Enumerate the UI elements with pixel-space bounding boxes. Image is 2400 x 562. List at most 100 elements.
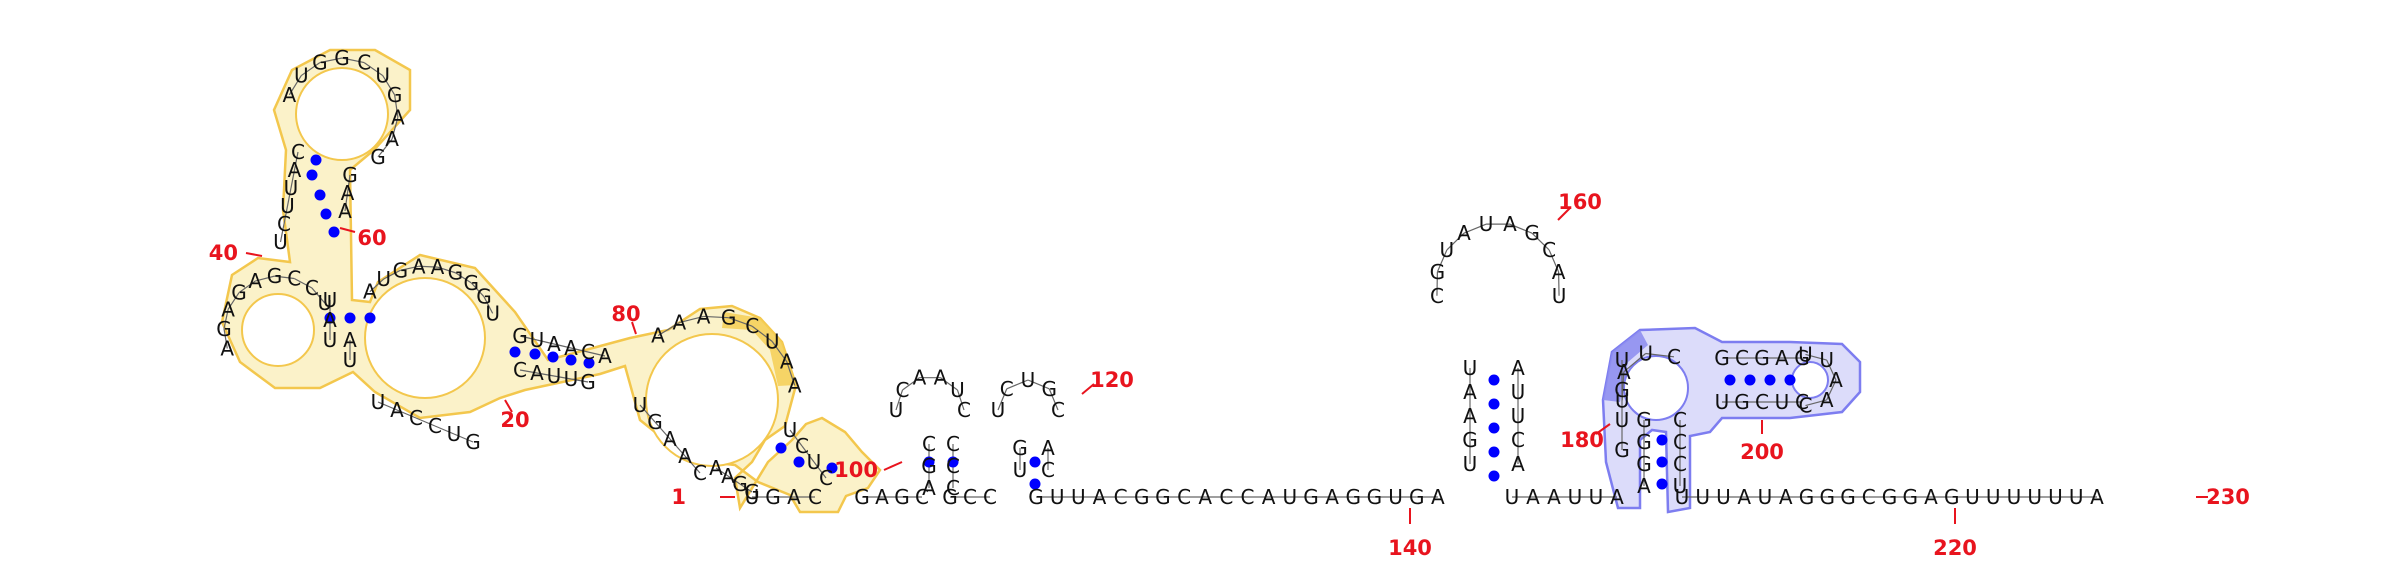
nucleotide: A bbox=[1924, 485, 1938, 509]
base-pair-dot bbox=[1657, 479, 1668, 490]
base-pair-dot bbox=[1657, 435, 1668, 446]
nucleotide: U bbox=[1388, 485, 1403, 509]
nucleotide: U bbox=[1505, 485, 1520, 509]
nucleotide: A bbox=[787, 485, 801, 509]
left-junction-hole bbox=[242, 294, 314, 366]
base-pair-dot bbox=[1657, 457, 1668, 468]
nucleotide: C bbox=[1177, 485, 1191, 509]
nucleotide: U bbox=[1552, 284, 1567, 308]
nucleotide: C bbox=[1430, 284, 1444, 308]
nucleotide: A bbox=[1511, 452, 1525, 476]
nucleotide: U bbox=[1013, 458, 1028, 482]
nucleotide: A bbox=[1775, 346, 1789, 370]
nucleotide: C bbox=[1511, 428, 1525, 452]
nucleotide: A bbox=[651, 324, 665, 348]
base-pair-dot bbox=[311, 155, 322, 166]
nucleotide: A bbox=[1463, 380, 1477, 404]
nucleotide: G bbox=[921, 454, 937, 478]
nucleotide: U bbox=[1965, 485, 1980, 509]
nucleotide: C bbox=[1542, 238, 1556, 262]
nucleotide: G bbox=[1524, 221, 1540, 245]
index-label: 180 bbox=[1560, 428, 1604, 452]
nucleotide: A bbox=[913, 366, 927, 390]
nucleotide: U bbox=[765, 329, 780, 353]
base-pair-dot bbox=[1489, 399, 1500, 410]
nucleotide: G bbox=[393, 258, 409, 282]
nucleotide: A bbox=[1198, 485, 1212, 509]
index-label: 100 bbox=[834, 458, 878, 482]
nucleotide: G bbox=[1012, 436, 1028, 460]
nucleotide: G bbox=[1903, 485, 1919, 509]
nucleotide: G bbox=[1636, 430, 1652, 454]
nucleotide: U bbox=[1615, 408, 1630, 432]
nucleotide: A bbox=[598, 344, 612, 368]
nucleotide: U bbox=[1775, 390, 1790, 414]
nucleotide: C bbox=[1735, 346, 1749, 370]
nucleotide: G bbox=[267, 264, 283, 288]
nucleotide: C bbox=[1041, 458, 1055, 482]
nucleotide: G bbox=[1134, 485, 1150, 509]
nucleotide: G bbox=[465, 430, 481, 454]
nucleotide: C bbox=[357, 51, 371, 75]
nucleotide: U bbox=[1071, 485, 1086, 509]
index-label: 140 bbox=[1388, 536, 1432, 557]
nucleotide: U bbox=[1589, 485, 1604, 509]
index-label: 20 bbox=[500, 408, 529, 432]
nucleotide: A bbox=[1820, 388, 1834, 412]
nucleotide: C bbox=[513, 358, 527, 382]
nucleotide: A bbox=[547, 332, 561, 356]
base-pair-dot bbox=[1725, 375, 1736, 386]
nucleotide: C bbox=[287, 266, 301, 290]
nucleotide: C bbox=[1051, 398, 1065, 422]
nucleotide: C bbox=[963, 485, 977, 509]
nucleotide: A bbox=[922, 476, 936, 500]
nucleotide: U bbox=[1716, 485, 1731, 509]
nucleotide: U bbox=[323, 328, 338, 352]
nucleotide: C bbox=[409, 406, 423, 430]
nucleotide: U bbox=[1050, 485, 1065, 509]
base-pair-dot bbox=[315, 190, 326, 201]
nucleotide: U bbox=[1798, 342, 1813, 366]
nucleotide: A bbox=[1610, 485, 1624, 509]
nucleotide: C bbox=[922, 432, 936, 456]
base-pair-dot bbox=[1489, 471, 1500, 482]
nucleotide: G bbox=[744, 480, 760, 504]
internal-loop-hole bbox=[365, 278, 485, 398]
nucleotide: U bbox=[1695, 485, 1710, 509]
nucleotide: A bbox=[391, 105, 405, 129]
nucleotide: A bbox=[1637, 474, 1651, 498]
nucleotide: U bbox=[485, 301, 500, 325]
nucleotide: G bbox=[580, 370, 596, 394]
nucleotide: G bbox=[448, 261, 464, 285]
nucleotide: A bbox=[338, 199, 352, 223]
nucleotide: A bbox=[1737, 485, 1751, 509]
nucleotide: A bbox=[1262, 485, 1276, 509]
nucleotide: U bbox=[1615, 348, 1630, 372]
nucleotide: C bbox=[581, 340, 595, 364]
nucleotide: C bbox=[957, 398, 971, 422]
nucleotide: U bbox=[294, 64, 309, 88]
base-pair-dot bbox=[365, 313, 376, 324]
nucleotide: G bbox=[1614, 438, 1630, 462]
nucleotide: C bbox=[693, 461, 707, 485]
nucleotide: U bbox=[564, 367, 579, 391]
index-label: 220 bbox=[1933, 536, 1977, 557]
index-label: 1 bbox=[671, 485, 686, 509]
nucleotide: G bbox=[1614, 378, 1630, 402]
base-pair-dot bbox=[794, 457, 805, 468]
nucleotide: A bbox=[1463, 404, 1477, 428]
index-label: 40 bbox=[209, 241, 238, 265]
nucleotide: A bbox=[248, 269, 262, 293]
index-label: 200 bbox=[1740, 440, 1784, 464]
nucleotide: A bbox=[385, 127, 399, 151]
index-tick bbox=[246, 253, 262, 256]
nucleotide: C bbox=[745, 314, 759, 338]
nucleotide: U bbox=[1282, 485, 1297, 509]
nucleotide: A bbox=[530, 361, 544, 385]
nucleotide: A bbox=[1526, 485, 1540, 509]
index-label: 60 bbox=[357, 226, 386, 250]
base-pair-dot bbox=[307, 170, 318, 181]
